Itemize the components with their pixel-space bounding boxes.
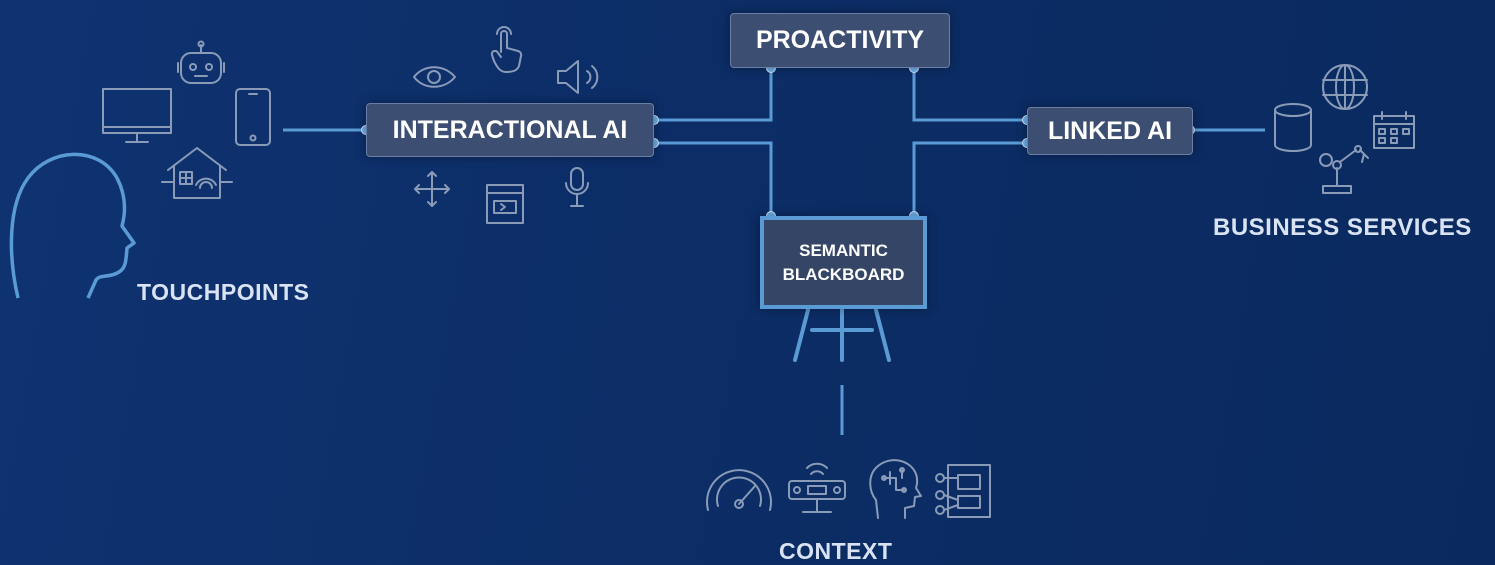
smart-home-icon [161, 147, 233, 199]
database-icon [1274, 103, 1312, 152]
tablet-icon [235, 88, 271, 146]
semantic-blackboard-label-line-2: BLACKBOARD [782, 264, 905, 284]
monitor-icon [102, 88, 172, 143]
business-services-label: BUSINESS SERVICES [1213, 214, 1472, 241]
easel-icon [793, 308, 891, 362]
linked-ai-label: LINKED AI [1047, 116, 1173, 145]
interactional-to-proactivity-connector [654, 68, 773, 122]
microphone-icon [565, 167, 589, 207]
brain-icon [869, 459, 922, 519]
circuit-board-icon [935, 464, 991, 518]
touch-hand-icon [490, 26, 523, 73]
semantic-blackboard-node: SEMANTIC BLACKBOARD [760, 216, 927, 309]
proactivity-to-linked-connector [912, 68, 1027, 122]
interactional-ai-node: INTERACTIONAL AI [366, 103, 654, 157]
interactional-ai-label: INTERACTIONAL AI [392, 115, 628, 144]
context-label: CONTEXT [779, 538, 893, 564]
proactivity-label: PROACTIVITY [755, 26, 925, 54]
semantic-blackboard-label-line-1: SEMANTIC [799, 240, 888, 260]
connector-lines [283, 68, 1265, 435]
blackboard-to-linked-connector [912, 141, 1027, 216]
touchpoints-label: TOUCHPOINTS [137, 279, 310, 305]
gauge-icon [706, 469, 772, 511]
move-arrows-icon [414, 171, 450, 207]
robot-icon [177, 40, 225, 84]
speaker-icon [557, 60, 599, 94]
linked-ai-node: LINKED AI [1027, 107, 1193, 155]
sensor-icon [788, 462, 846, 513]
interactional-to-blackboard-connector [654, 141, 773, 216]
robot-arm-icon [1319, 145, 1369, 194]
globe-icon [1322, 64, 1368, 110]
calendar-icon [1373, 111, 1415, 149]
window-icon [486, 184, 524, 224]
proactivity-node: PROACTIVITY [730, 13, 950, 68]
head-profile-icon [9, 152, 136, 299]
icons [102, 26, 1415, 519]
eye-icon [413, 66, 456, 88]
